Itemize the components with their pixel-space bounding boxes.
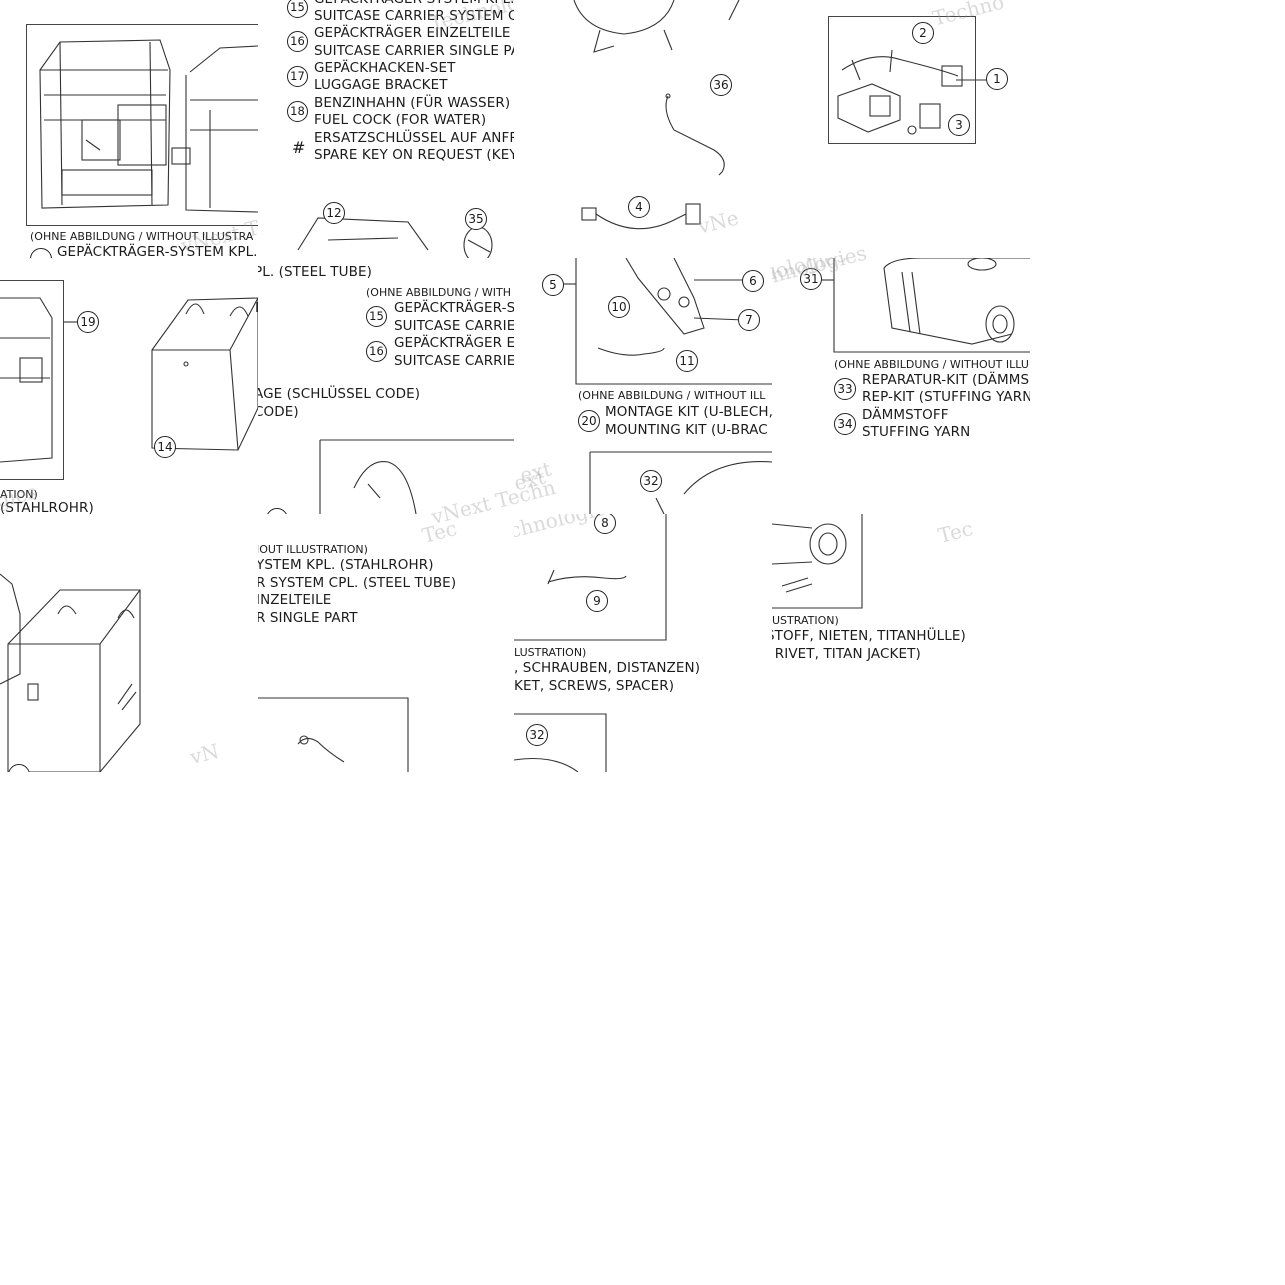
- mounting-drawing: [564, 258, 772, 514]
- without-illustration-caption: (OHNE ABBILDUNG / WITHOUT ILLUSTRA: [30, 230, 254, 243]
- harness-9-drawing: [514, 514, 667, 772]
- spare-part-tail: RT: [255, 300, 258, 318]
- key-code-en: CODE): [258, 404, 299, 420]
- seat-cable-drawing: [573, 0, 740, 230]
- harness-drawing: [258, 697, 409, 772]
- callout-32-second: 32: [526, 724, 548, 746]
- callout-33: 33: [834, 378, 856, 400]
- alarm-kit-drawing: [837, 49, 986, 135]
- tile-legend: 15 GEPÄCKTRÄGER-SYSTEM KPL. SUITCASE CAR…: [258, 0, 514, 258]
- top-case-drawing: [0, 297, 258, 463]
- suitcases-frame: [26, 24, 258, 226]
- legend-item-key-de: ERSATZSCHLÜSSEL AUF ANFRA: [314, 130, 514, 146]
- callout-3: 3: [948, 114, 970, 136]
- item-16-en: SUITCASE CARRIEF: [394, 353, 514, 369]
- screws-de: , SCHRAUBEN, DISTANZEN): [514, 660, 701, 676]
- callout-19: 19: [77, 311, 99, 333]
- callout-9: 9: [586, 590, 608, 612]
- top-parts-drawing: [297, 217, 493, 258]
- callout-15: 15: [366, 306, 387, 327]
- callout-2: 2: [912, 22, 934, 44]
- tile-carrier-captions: PL. (STEEL TUBE) (OHNE ABBILDUNG / WITH …: [258, 258, 514, 514]
- tile-alu-box: vN: [0, 514, 258, 772]
- legend-item-key-en: SPARE KEY ON REQUEST (KEY: [314, 147, 514, 163]
- tile-system-captions: IOUT ILLUSTRATION) YSTEM KPL. (STAHLROHR…: [258, 514, 514, 772]
- tile-alarm-kit: 2 1 3 Techno: [772, 0, 1030, 258]
- callout-12: 12: [323, 202, 345, 224]
- legend-item-15-en: SUITCASE CARRIER SYSTEM CP: [314, 8, 514, 24]
- legend-item-16-en: SUITCASE CARRIER SINGLE PAI: [314, 43, 514, 59]
- callout-6: 6: [742, 270, 764, 292]
- repair-kit-de: REPARATUR-KIT (DÄMMS: [862, 372, 1030, 388]
- repair-kit-en: REP-KIT (STUFFING YARN: [862, 389, 1030, 405]
- without-illustration-caption: IOUT ILLUSTRATION): [258, 543, 368, 556]
- silencer-drawing: [822, 258, 1030, 353]
- illustration-caption: USTRATION): [772, 614, 839, 627]
- without-illustration-caption-left: ATION): [0, 488, 38, 501]
- alu-box-drawing: [0, 573, 141, 772]
- tile-silencer: 31 (OHNE ABBILDUNG / WITHOUT ILLU 33 REP…: [772, 258, 1030, 514]
- callout-36: 36: [710, 74, 732, 96]
- callout-20: 20: [578, 410, 600, 432]
- carrier-drawing: [319, 439, 514, 514]
- legend-callout-15: 15: [287, 0, 308, 18]
- callout-11: 11: [676, 350, 698, 372]
- tile-titan-jacket: USTRATION) STOFF, NIETEN, TITANHÜLLE) , …: [772, 514, 1030, 772]
- einzelteile-label: INZELTEILE: [258, 592, 332, 608]
- callout-34: 34: [834, 413, 856, 435]
- key-code-de: AGE (SCHLÜSSEL CODE): [258, 386, 421, 402]
- legend-item-15-de: GEPÄCKTRÄGER-SYSTEM KPL.: [314, 0, 514, 9]
- legend-item-16-de: GEPÄCKTRÄGER EINZELTEILE: [314, 25, 511, 41]
- illustration-caption: LUSTRATION): [514, 646, 587, 659]
- callout-16: 16: [366, 341, 387, 362]
- callout-5: 5: [542, 274, 564, 296]
- stuffing-de: DÄMMSTOFF: [862, 407, 949, 423]
- without-illustration-caption: (OHNE ABBILDUNG / WITHOUT ILL: [578, 389, 766, 402]
- callout-7: 7: [738, 309, 760, 331]
- legend-callout-18: 18: [287, 101, 308, 122]
- rivet-de: STOFF, NIETEN, TITANHÜLLE): [772, 628, 966, 644]
- rivet-en: , RIVET, TITAN JACKET): [772, 646, 921, 662]
- without-illustration-caption: (OHNE ABBILDUNG / WITH: [366, 286, 511, 299]
- system-cpl-label: R SYSTEM CPL. (STEEL TUBE): [258, 575, 457, 591]
- callout-35: 35: [465, 208, 487, 230]
- item-15-en: SUITCASE CARRIEF: [394, 318, 514, 334]
- callout-31: 31: [800, 268, 822, 290]
- tile-harness: 8 9 LUSTRATION) , SCHRAUBEN, DISTANZEN) …: [514, 514, 772, 772]
- single-part-label: R SINGLE PART: [258, 610, 358, 626]
- legend-item-17-de: GEPÄCKHACKEN-SET: [314, 60, 456, 76]
- suitcase-system-label: GEPÄCKTRÄGER-SYSTEM KPL.: [57, 244, 258, 258]
- legend-item-18-en: FUEL COCK (FOR WATER): [314, 112, 487, 128]
- titan-jacket-drawing: [772, 514, 863, 609]
- legend-callout-16: 16: [287, 31, 308, 52]
- steel-tube-label: PL. (STEEL TUBE): [258, 264, 372, 280]
- tile-top-case: 19 14 ATION) (STAHLROHR) RT gies: [0, 258, 258, 514]
- screws-en: KET, SCREWS, SPACER): [514, 678, 675, 694]
- callout-10: 10: [608, 296, 630, 318]
- tile-mounting: 5 6 10 7 11 (OHNE ABBILDUNG / WITHOUT IL…: [514, 258, 772, 514]
- item-16-de: GEPÄCKTRÄGER EI: [394, 335, 514, 351]
- legend-item-17-en: LUGGAGE BRACKET: [314, 77, 448, 93]
- callout-1: 1: [986, 68, 1008, 90]
- system-kpl-label: YSTEM KPL. (STAHLROHR): [258, 557, 434, 573]
- callout-14: 14: [154, 436, 176, 458]
- callout-4: 4: [628, 196, 650, 218]
- mounting-kit-en: MOUNTING KIT (U-BRAC: [605, 422, 768, 438]
- without-illustration-caption: (OHNE ABBILDUNG / WITHOUT ILLU: [834, 358, 1029, 371]
- tile-suitcases: (OHNE ABBILDUNG / WITHOUT ILLUSTRA GEPÄC…: [0, 0, 258, 258]
- legend-callout-17: 17: [287, 66, 308, 87]
- top-case-frame: [0, 280, 64, 480]
- legend-hash-symbol: #: [292, 138, 306, 157]
- tile-seat-cable: 36 4 vNe: [514, 0, 772, 258]
- callout-32: 32: [640, 470, 662, 492]
- stuffing-en: STUFFING YARN: [862, 424, 971, 440]
- mounting-kit-de: MONTAGE KIT (U-BLECH,: [605, 404, 772, 420]
- suitcases-drawing: [39, 39, 258, 213]
- legend-item-18-de: BENZINHAHN (FÜR WASSER): [314, 95, 511, 111]
- steel-tube-label-left: (STAHLROHR): [0, 500, 94, 514]
- item-15-de: GEPÄCKTRÄGER-S: [394, 300, 514, 316]
- callout-8: 8: [594, 514, 616, 534]
